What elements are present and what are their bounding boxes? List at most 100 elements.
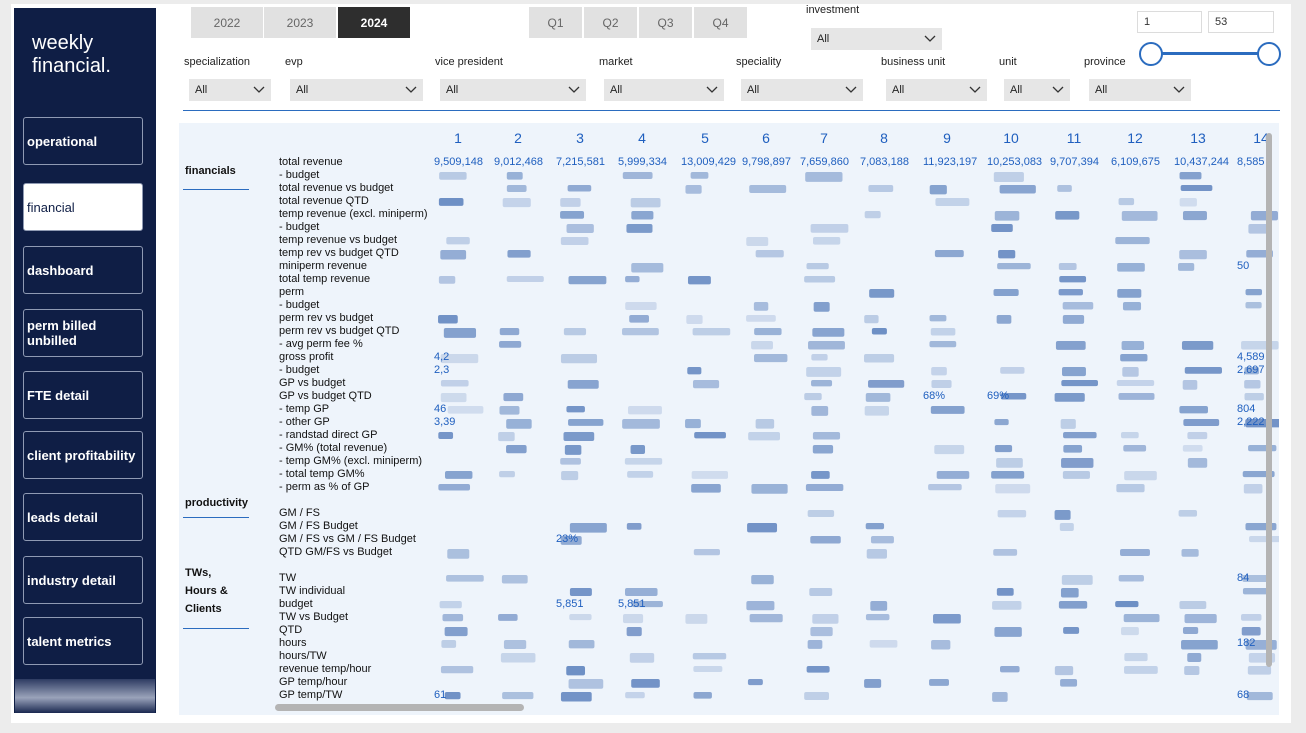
row-label: GP temp/hour bbox=[279, 676, 348, 688]
blurred-cell bbox=[997, 510, 1027, 518]
column-header-week-1[interactable]: 1 bbox=[454, 130, 462, 146]
blurred-cell bbox=[444, 627, 468, 637]
blurred-cell bbox=[1054, 393, 1085, 402]
row-label: perm bbox=[279, 286, 305, 298]
year-button-2023[interactable]: 2023 bbox=[264, 7, 336, 38]
blurred-cell bbox=[804, 276, 836, 283]
blurred-cell bbox=[630, 198, 661, 208]
column-header-week-14[interactable]: 14 bbox=[1253, 130, 1269, 146]
blurred-cell bbox=[1062, 367, 1086, 377]
chevron-down-icon bbox=[969, 86, 981, 93]
column-header-week-11[interactable]: 11 bbox=[1066, 130, 1082, 146]
blurred-cell bbox=[563, 432, 595, 441]
blurred-cell bbox=[1244, 380, 1261, 389]
week-from-input[interactable]: 1 bbox=[1137, 11, 1202, 33]
nav-item-leads-detail[interactable]: leads detail bbox=[23, 493, 143, 541]
column-header-week-8[interactable]: 8 bbox=[880, 130, 888, 146]
blurred-cell bbox=[498, 432, 515, 442]
blurred-cell bbox=[1117, 263, 1145, 272]
column-header-week-9[interactable]: 9 bbox=[943, 130, 951, 146]
speciality-dropdown[interactable]: All bbox=[741, 79, 863, 101]
nav-item-client-profitability[interactable]: client profitability bbox=[23, 431, 143, 479]
blurred-cell bbox=[693, 692, 712, 699]
column-header-week-4[interactable]: 4 bbox=[638, 130, 646, 146]
row-label: - perm as % of GP bbox=[279, 481, 370, 493]
blurred-cell bbox=[806, 263, 829, 270]
blurred-cell bbox=[753, 302, 769, 311]
row-label: perm rev vs budget QTD bbox=[279, 325, 400, 337]
blurred-cell bbox=[811, 380, 833, 387]
column-header-week-6[interactable]: 6 bbox=[762, 130, 770, 146]
column-header-week-12[interactable]: 12 bbox=[1127, 130, 1143, 146]
year-button-2022[interactable]: 2022 bbox=[191, 7, 263, 38]
week-slider-start-handle[interactable] bbox=[1139, 42, 1163, 66]
column-header-week-5[interactable]: 5 bbox=[701, 130, 709, 146]
blurred-cell bbox=[622, 328, 659, 336]
blurred-cell bbox=[622, 419, 660, 429]
blurred-cell bbox=[498, 614, 518, 621]
cell-value: 5,851 bbox=[618, 598, 646, 610]
unit-dropdown[interactable]: All bbox=[1004, 79, 1070, 101]
blurred-cell bbox=[691, 471, 729, 479]
business-unit-dropdown[interactable]: All bbox=[886, 79, 987, 101]
blurred-cell bbox=[991, 224, 1013, 233]
week-slider-end-handle[interactable] bbox=[1257, 42, 1281, 66]
horizontal-scrollbar[interactable] bbox=[275, 704, 524, 711]
week-slider-track[interactable] bbox=[1151, 52, 1269, 55]
blurred-cell bbox=[631, 211, 654, 220]
blurred-cell bbox=[1058, 601, 1088, 609]
blurred-cell bbox=[438, 198, 464, 206]
row-label: GM / FS bbox=[279, 507, 320, 519]
blurred-cell bbox=[1179, 172, 1202, 180]
quarter-button-q4[interactable]: Q4 bbox=[694, 7, 747, 38]
vertical-scrollbar[interactable] bbox=[1266, 133, 1272, 667]
blurred-cell bbox=[810, 536, 841, 544]
quarter-button-q2[interactable]: Q2 bbox=[584, 7, 637, 38]
blurred-cell bbox=[1060, 679, 1078, 687]
chevron-down-icon bbox=[1173, 86, 1185, 93]
quarter-button-q3[interactable]: Q3 bbox=[639, 7, 692, 38]
blurred-cell bbox=[440, 393, 467, 403]
evp-dropdown[interactable]: All bbox=[290, 79, 423, 101]
year-button-2024[interactable]: 2024 bbox=[338, 7, 410, 38]
row-label: temp rev vs budget QTD bbox=[279, 247, 399, 259]
unit-label: unit bbox=[999, 56, 1017, 68]
blurred-cell bbox=[810, 627, 833, 637]
nav-item-talent-metrics[interactable]: talent metrics bbox=[23, 617, 143, 665]
province-dropdown[interactable]: All bbox=[1089, 79, 1191, 101]
row-label: - temp GM% (excl. miniperm) bbox=[279, 455, 423, 467]
row-label: TW individual bbox=[279, 585, 346, 597]
column-header-week-13[interactable]: 13 bbox=[1190, 130, 1206, 146]
vice-president-label: vice president bbox=[435, 56, 503, 68]
blurred-cell bbox=[560, 354, 598, 364]
specialization-dropdown[interactable]: All bbox=[189, 79, 271, 101]
nav-item-dashboard[interactable]: dashboard bbox=[23, 246, 143, 294]
filter-divider bbox=[183, 110, 1280, 111]
blurred-cell bbox=[1245, 302, 1262, 309]
nav-item-operational[interactable]: operational bbox=[23, 117, 143, 165]
blurred-cell bbox=[999, 185, 1036, 194]
column-header-week-2[interactable]: 2 bbox=[514, 130, 522, 146]
blurred-cell bbox=[560, 458, 581, 465]
blurred-cell bbox=[746, 315, 776, 322]
blurred-cell bbox=[1124, 666, 1158, 674]
blurred-cell bbox=[754, 354, 788, 363]
nav-item-industry-detail[interactable]: industry detail bbox=[23, 556, 143, 604]
blurred-cell bbox=[1182, 445, 1203, 452]
blurred-cell bbox=[1055, 211, 1080, 220]
vice-president-dropdown[interactable]: All bbox=[440, 79, 586, 101]
nav-item-perm-billed-unbilled[interactable]: perm billed unbilled bbox=[23, 309, 143, 357]
week-to-input[interactable]: 53 bbox=[1208, 11, 1274, 33]
column-header-week-10[interactable]: 10 bbox=[1003, 130, 1019, 146]
column-header-week-3[interactable]: 3 bbox=[576, 130, 584, 146]
quarter-button-q1[interactable]: Q1 bbox=[529, 7, 582, 38]
blurred-cell bbox=[993, 172, 1024, 182]
market-dropdown[interactable]: All bbox=[604, 79, 724, 101]
blurred-cell bbox=[561, 471, 579, 481]
column-header-week-7[interactable]: 7 bbox=[820, 130, 828, 146]
nav-item-fte-detail[interactable]: FTE detail bbox=[23, 371, 143, 419]
nav-item-financial[interactable]: financial bbox=[23, 183, 143, 231]
blurred-cell bbox=[1122, 367, 1139, 377]
investment-dropdown[interactable]: All bbox=[811, 28, 942, 50]
blurred-cell bbox=[627, 471, 654, 478]
